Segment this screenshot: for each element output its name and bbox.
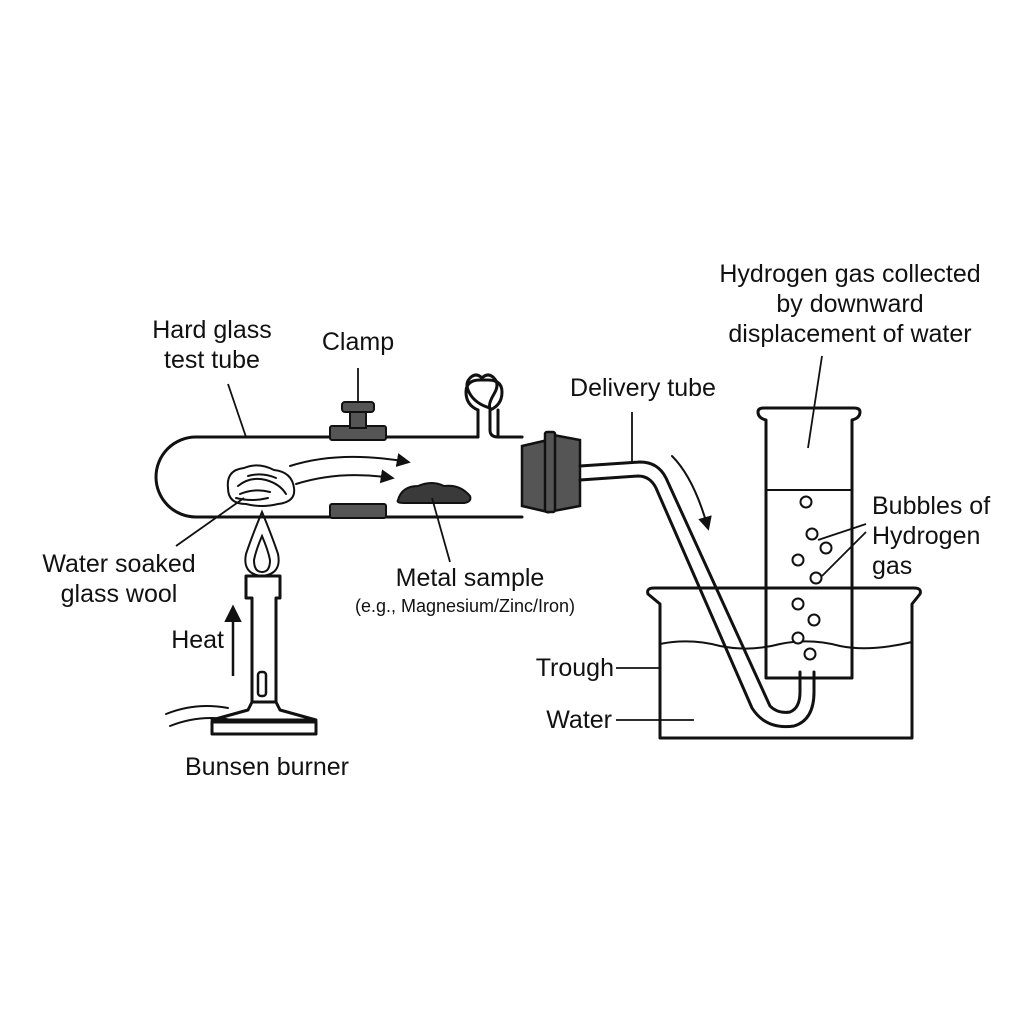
glass-wool (226, 464, 296, 507)
glass-wool-label: glass wool (61, 580, 178, 608)
rubber-stopper (520, 430, 582, 514)
bunsen-burner (165, 574, 318, 736)
metal-sample (396, 482, 472, 504)
bubbles-leader (821, 531, 867, 577)
hydrogen-leader (807, 355, 823, 449)
bubble-icon (805, 527, 819, 541)
flow-arrow-icon (289, 453, 411, 485)
gas-jar (756, 406, 862, 680)
water-label: Water (546, 706, 612, 734)
metal-examples-label: (e.g., Magnesium/Zinc/Iron) (355, 596, 575, 616)
bubbles-label: Hydrogen (872, 522, 980, 550)
bubbles-label: Bubbles of (872, 492, 990, 520)
hydrogen-bubbles (791, 495, 833, 661)
hard-glass-label: test tube (164, 346, 260, 374)
hard-glass-label: Hard glass (152, 316, 272, 344)
bubble-icon (807, 613, 821, 627)
hydrogen-label: Hydrogen gas collected (719, 260, 980, 288)
metal-sample-label: Metal sample (396, 564, 545, 592)
trough (646, 586, 922, 740)
clamp (329, 401, 387, 519)
flow-arrow-icon (671, 455, 712, 531)
delivery-tube (578, 460, 816, 729)
bubbles-leader (817, 523, 867, 541)
bubble-icon (809, 571, 823, 585)
flame-icon (244, 509, 280, 578)
glass-wool-leader (175, 497, 245, 547)
bubble-icon (791, 631, 805, 645)
bubble-icon (819, 541, 833, 555)
metal-sample-leader (431, 497, 451, 563)
hydrogen-label: by downward (776, 290, 923, 318)
bubble-icon (791, 597, 805, 611)
hard-glass-leader (227, 383, 247, 438)
bunsen-burner-label: Bunsen burner (185, 753, 349, 781)
hard-glass-test-tube (154, 373, 524, 519)
hydrogen-label: displacement of water (728, 320, 971, 348)
bubbles-label: gas (872, 552, 912, 580)
glass-wool-label: Water soaked (42, 550, 195, 578)
bubble-icon (803, 647, 817, 661)
bubble-icon (791, 553, 805, 567)
delivery-tube-label: Delivery tube (570, 374, 716, 402)
bubble-icon (799, 495, 813, 509)
trough-label: Trough (536, 654, 614, 682)
heat-label: Heat (171, 626, 224, 654)
clamp-label: Clamp (322, 328, 394, 356)
